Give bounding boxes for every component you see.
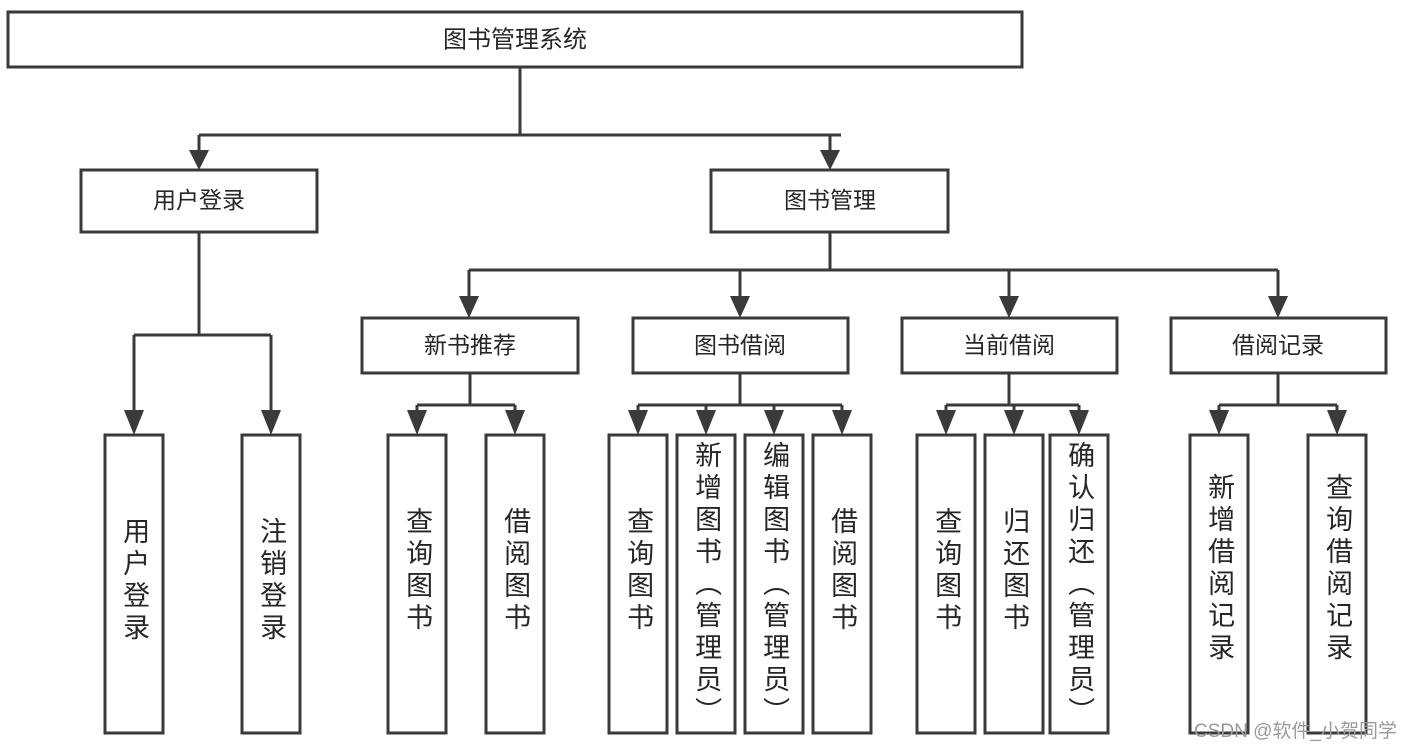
arrow-head-icon [820, 150, 840, 170]
node-book-manage[interactable]: 图书管理 [709, 168, 950, 234]
arrow-head-icon [505, 410, 525, 435]
arrow-head-icon [1209, 410, 1229, 435]
leaf-box[interactable] [743, 433, 805, 735]
node-borrow-record[interactable]: 借阅记录 [1169, 316, 1388, 375]
connector-currentborrow-to-leaves [936, 373, 1089, 435]
node-new-book-recommend[interactable]: 新书推荐 [360, 316, 580, 375]
arrow-head-icon [459, 296, 479, 318]
connector-userlogin-to-leaves [124, 232, 281, 435]
connector-borrowrecord-to-leaves [1209, 373, 1347, 435]
arrow-head-icon [1004, 410, 1024, 435]
leaf-box[interactable] [386, 433, 448, 735]
leaf-box[interactable] [811, 433, 873, 735]
arrow-head-icon [407, 410, 427, 435]
arrow-head-icon [999, 296, 1019, 318]
node-root-box [6, 10, 1024, 69]
arrow-head-icon [936, 410, 956, 435]
leaf-box[interactable] [1048, 433, 1110, 735]
connector-newbook-to-leaves [407, 373, 525, 435]
node-current-borrow-label: 当前借阅 [963, 332, 1055, 358]
arrow-head-icon [730, 296, 750, 318]
leaf-box[interactable] [240, 433, 302, 735]
node-root[interactable]: 图书管理系统 [6, 10, 1024, 69]
node-user-login-box [79, 168, 319, 234]
connector-bookborrow-to-leaves [628, 373, 852, 435]
leaf-box[interactable] [607, 433, 669, 735]
arrow-head-icon [628, 410, 648, 435]
leaf-box[interactable] [983, 433, 1045, 735]
leaf-box[interactable] [1306, 433, 1368, 735]
leaf-box[interactable] [915, 433, 977, 735]
node-book-borrow-label: 图书借阅 [694, 332, 786, 358]
watermark: CSDN @软件_小贺同学 [1194, 721, 1397, 742]
connector-root-to-level1 [189, 67, 841, 170]
node-book-borrow[interactable]: 图书借阅 [631, 316, 850, 375]
node-root-label: 图书管理系统 [443, 26, 587, 53]
arrow-head-icon [261, 410, 281, 435]
arrow-head-icon [1327, 410, 1347, 435]
arrow-head-icon [1268, 296, 1288, 318]
arrow-head-icon [764, 410, 784, 435]
leaf-box[interactable] [1188, 433, 1250, 735]
node-user-login[interactable]: 用户登录 [79, 168, 319, 234]
arrow-head-icon [1069, 410, 1089, 435]
node-book-manage-label: 图书管理 [784, 187, 876, 213]
connector-bookmanage-to-level2 [459, 232, 1288, 318]
node-current-borrow-box [900, 316, 1119, 375]
arrow-head-icon [124, 410, 144, 435]
leaf-box[interactable] [103, 433, 165, 735]
arrow-head-icon [832, 410, 852, 435]
node-book-borrow-box [631, 316, 850, 375]
node-new-book-recommend-label: 新书推荐 [424, 332, 516, 358]
node-book-manage-box [709, 168, 950, 234]
arrow-head-icon [189, 150, 209, 170]
node-borrow-record-box [1169, 316, 1388, 375]
leaf-box[interactable] [484, 433, 546, 735]
leaf-box[interactable] [675, 433, 737, 735]
node-current-borrow[interactable]: 当前借阅 [900, 316, 1119, 375]
node-new-book-recommend-box [360, 316, 580, 375]
node-user-login-label: 用户登录 [153, 187, 245, 213]
node-borrow-record-label: 借阅记录 [1232, 332, 1324, 358]
arrow-head-icon [696, 410, 716, 435]
